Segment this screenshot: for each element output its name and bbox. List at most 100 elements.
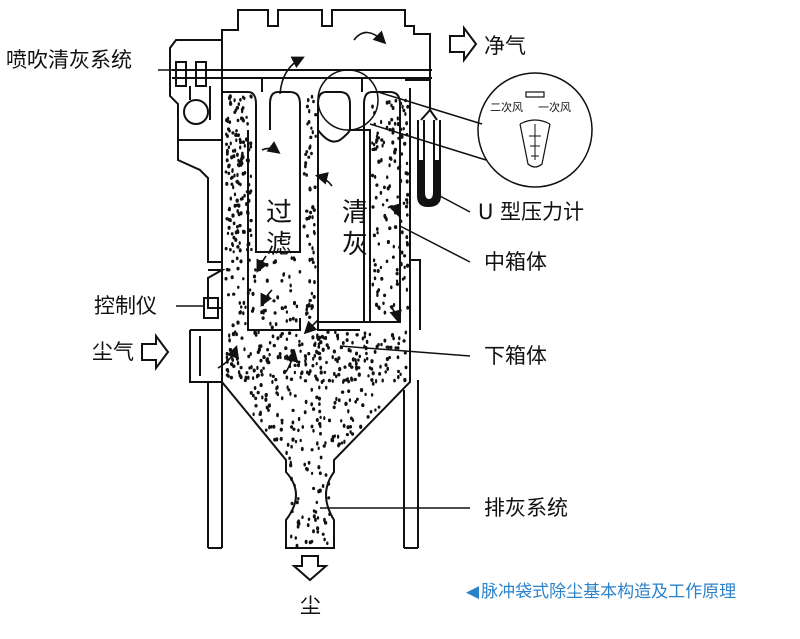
dust-dot [311,215,314,220]
dust-dot [335,333,340,338]
dust-dot [230,175,234,180]
dust-dot [379,119,383,125]
dust-dot [245,371,249,375]
dust-dot [305,304,309,309]
dust-dot [335,396,338,402]
dust-dot [290,534,293,539]
dust-dot [232,250,235,254]
dust-dot [298,343,301,347]
dust-dot [323,416,326,421]
dust-dot [374,302,379,307]
dust-dot [236,320,240,325]
dust-dot [288,456,291,460]
dust-dot [229,375,234,380]
dust-dot [372,233,377,238]
dust-dot [311,246,314,251]
dust-dot [324,335,328,341]
dust-dot [340,441,344,445]
dust-dot [354,399,358,404]
dust-dot [238,248,242,253]
dust-dot [233,98,236,103]
dust-dot [400,250,404,255]
dust-dot [375,134,379,139]
dust-dot [285,450,288,456]
dust-dot [259,410,262,415]
dust-dot [238,223,242,228]
dust-dot [309,135,313,140]
dust-dot [233,173,236,178]
dust-dot [234,230,238,235]
dust-dot [318,385,321,390]
label-lower-box: 下箱体 [484,344,547,368]
dust-dot [276,295,280,300]
dust-dot [371,205,375,209]
dust-inlet [189,329,222,383]
dust-dot [319,370,323,375]
dust-dot [236,360,240,366]
dust-dot [318,402,321,407]
dust-dot [404,204,409,209]
dust-dot [388,100,391,105]
label-clean-1: 清 [342,198,369,228]
dust-dot [371,104,374,109]
dust-dot [224,170,228,174]
dust-dot [377,159,381,164]
dust-dot [351,432,355,436]
dust-dot [365,351,368,356]
leader-lines [158,69,471,509]
dust-dot [302,224,306,229]
dust-dot [396,346,400,350]
dust-dot [405,171,409,175]
dust-dot [230,275,234,280]
dust-dot [388,121,391,126]
dust-dot [232,292,236,296]
dust-dot [249,218,253,223]
dust-dot [265,358,269,363]
dust-dot [313,223,316,227]
dust-dot [401,104,404,110]
dust-dot [405,121,408,126]
dust-dot [241,196,244,201]
dust-dot [315,418,319,422]
dust-dot [316,530,320,534]
dust-dot [259,383,263,388]
dust-dot [225,148,229,154]
dust-dot [388,355,391,360]
dust-dot [253,330,257,335]
dust-dot [233,110,237,115]
dust-dot [225,351,229,356]
dust-dot [235,138,238,143]
dust-dot [305,104,309,109]
caption-text: 脉冲袋式除尘基本构造及工作原理 [481,582,737,602]
dust-dot [239,211,243,216]
dust-dot [310,387,314,392]
dust-dot [393,378,396,383]
dust-dot [376,268,380,274]
dust-dot [402,339,406,343]
dust-dot [308,146,311,150]
label-dust-gas: 尘气 [92,340,134,364]
dust-dot [399,372,402,377]
dust-dot [357,372,361,377]
dust-dot [295,500,299,505]
dust-dot [313,353,317,358]
dust-dot [334,374,338,379]
dust-dot [313,231,316,236]
dust-dot [236,209,239,214]
dust-dot [379,364,382,369]
dust-dot [274,259,277,264]
dust-dot [297,360,301,364]
dust-dot [391,255,395,259]
dust-dot [297,521,301,526]
lower-box [221,330,411,549]
dust-dot [295,304,299,309]
dust-dot [269,321,272,326]
dust-dot [280,306,284,311]
dust-dot [370,359,374,364]
dust-dot [299,375,302,380]
dust-dot [337,442,341,446]
controller-box [203,297,219,319]
dust-dot [235,256,239,261]
dust-dot [272,424,276,429]
dust-dot [293,363,297,368]
